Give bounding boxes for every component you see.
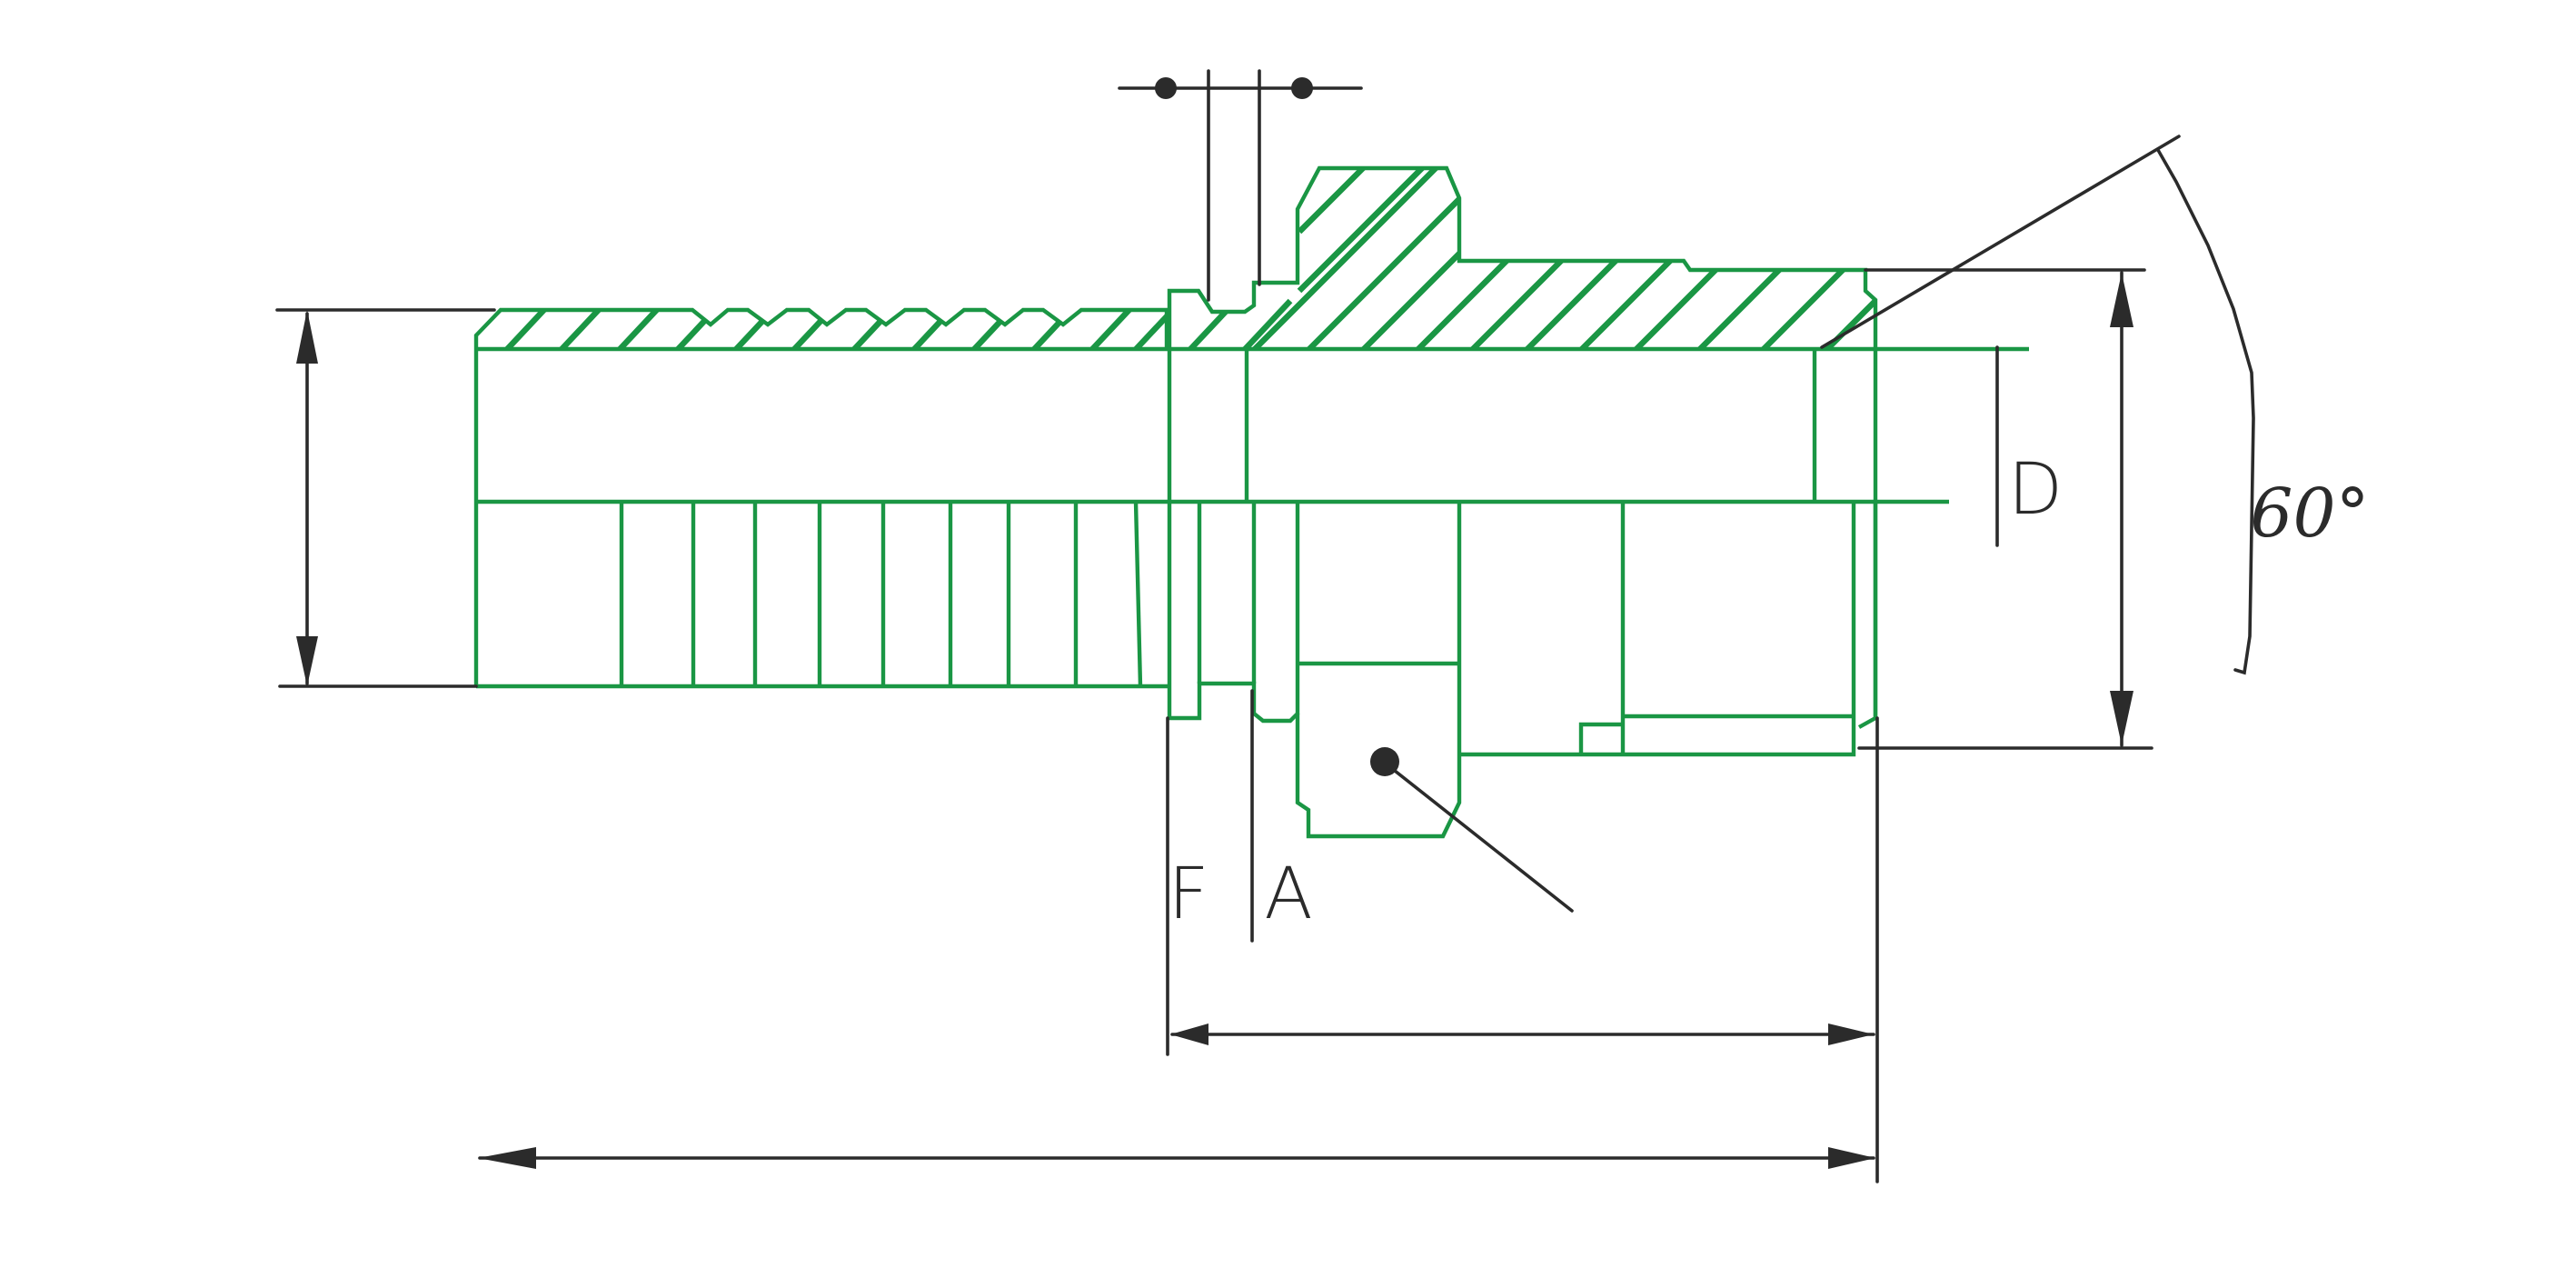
cone-step [1578,722,1623,754]
collar-top [1167,165,1878,729]
arrowheads [296,77,2133,1169]
arrow-collar-right [1828,1023,1874,1045]
hose-tail-barbs [473,307,1169,686]
dimension-lines [275,69,2255,1183]
hex-nut-lower [1295,502,1462,839]
groove-dot-right [1291,77,1313,99]
arrow-left-dim-down [296,636,318,686]
label-a: A [1264,854,1312,935]
angle-arc [2156,148,2255,675]
label-d: D [2008,449,2063,531]
label-angle: 60° [2250,474,2369,553]
arrow-overall-left [478,1147,536,1169]
label-f: F [1169,854,1209,935]
groove-dot-left [1155,77,1177,99]
arrow-overall-right [1828,1147,1875,1169]
cone-angle-line [1820,135,2181,349]
cone-seat-lower [1459,502,1856,757]
arrow-left-dim-up [296,310,318,364]
fitting-body [473,165,2029,839]
arrow-right-dim-up [2110,273,2133,327]
arrow-collar-left [1170,1023,1208,1045]
oring-dot [1370,747,1399,776]
body-hatching [1179,168,1875,349]
collar-bottom [1167,502,1300,724]
oring-leader [1384,762,1574,913]
arrow-right-dim-down [2110,691,2133,745]
barb-ticks [619,501,1143,687]
